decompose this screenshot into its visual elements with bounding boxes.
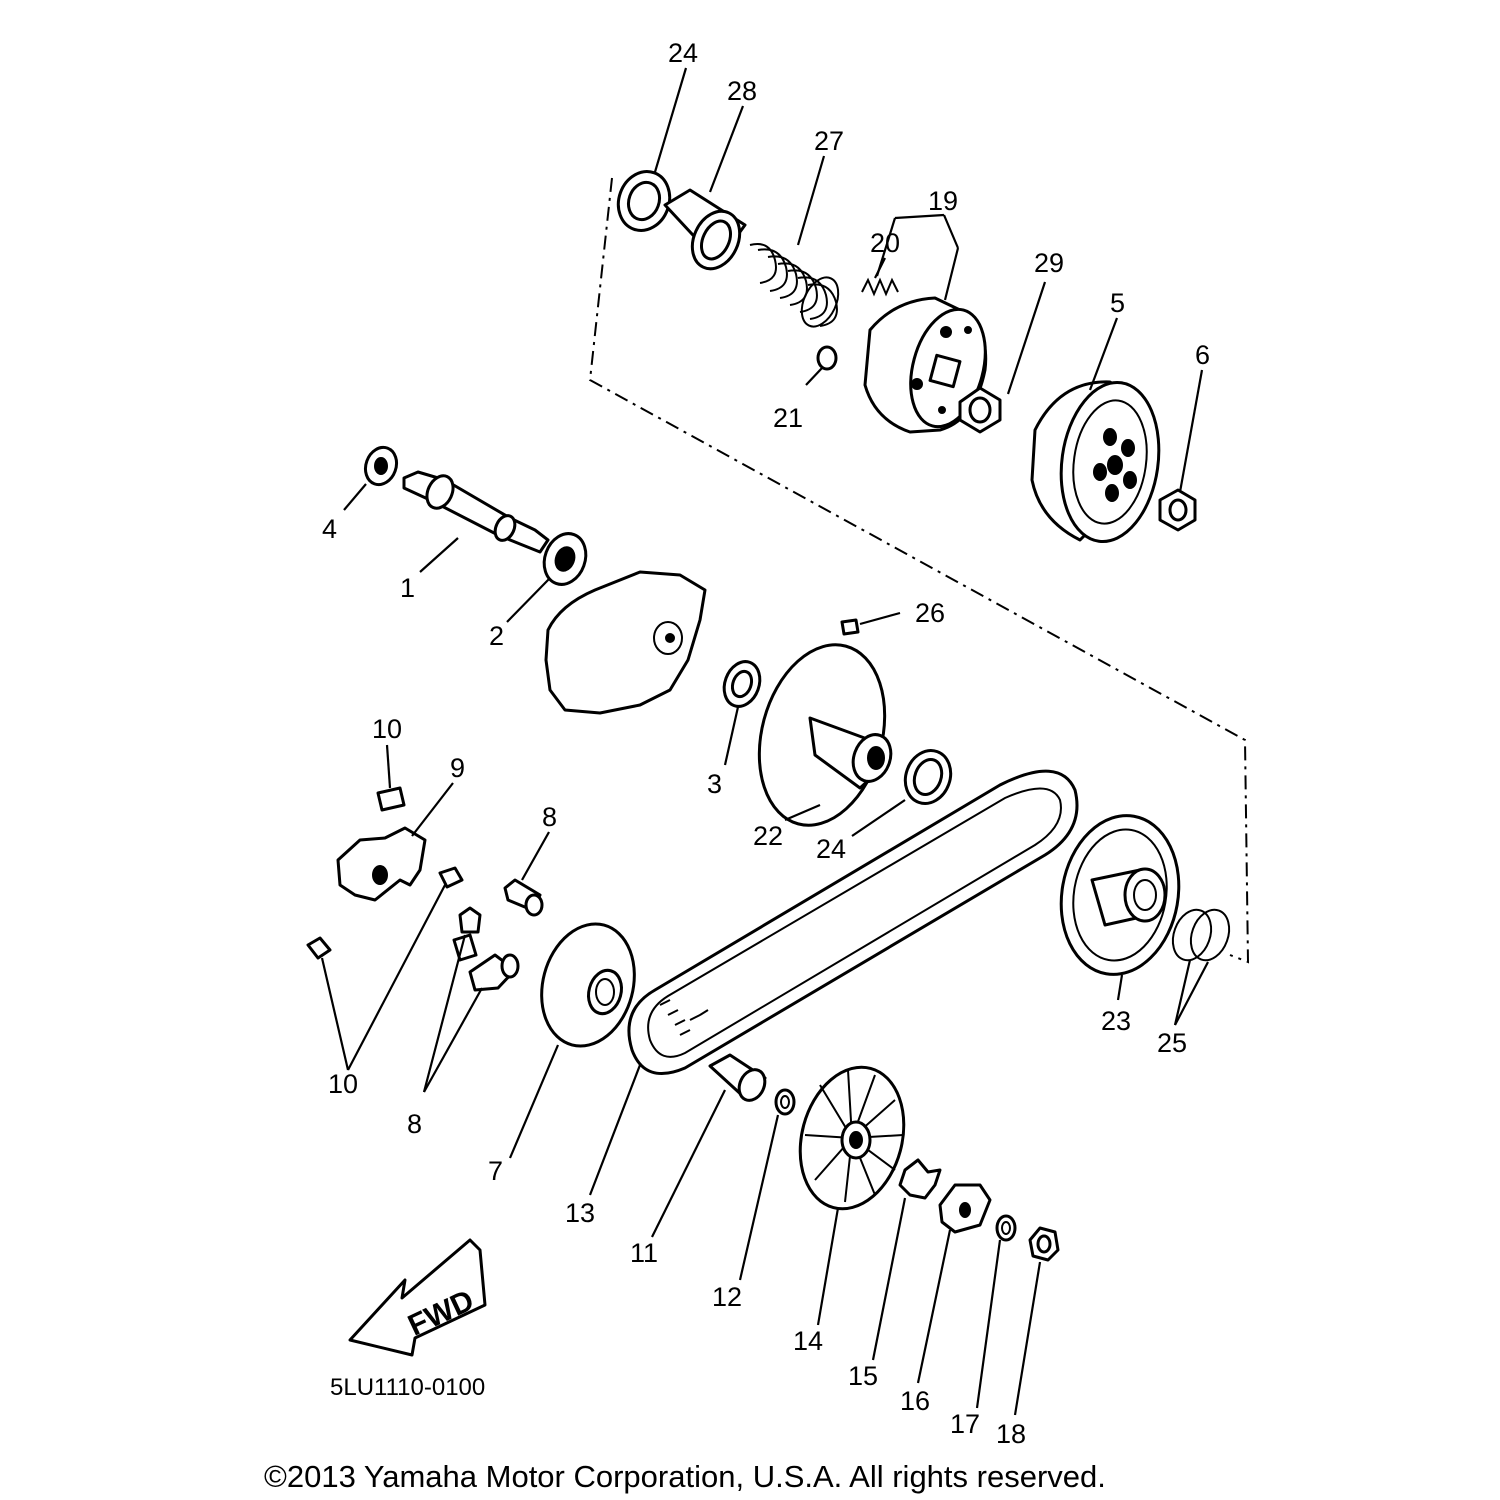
weight-roller-b-part[interactable] [458, 906, 482, 934]
callout-13: 13 [565, 1198, 595, 1228]
slider-piece-left-part[interactable] [306, 936, 332, 960]
housing-nut-part[interactable] [1158, 488, 1197, 532]
leader-lines [320, 67, 1209, 1416]
callout-8-bottom: 8 [407, 1109, 422, 1139]
slider-piece-top-part[interactable] [376, 786, 406, 812]
callout-labels: 24 28 27 19 20 29 5 6 21 4 1 2 26 10 9 3… [322, 38, 1210, 1449]
slider-piece-right-part[interactable] [438, 866, 464, 889]
oil-seal-upper-part[interactable] [610, 164, 678, 237]
drawing-code: 5LU1110-0100 [330, 1374, 485, 1401]
circlip-part[interactable] [816, 345, 838, 371]
callout-5: 5 [1110, 288, 1125, 318]
primary-sliding-sheave-part[interactable] [528, 913, 647, 1056]
guide-pin-part[interactable] [840, 618, 860, 636]
callout-8-top: 8 [542, 802, 557, 832]
callout-24-top: 24 [668, 38, 698, 68]
secondary-shaft-part[interactable] [402, 470, 550, 554]
callout-22: 22 [753, 821, 783, 851]
callout-2: 2 [489, 621, 504, 651]
callout-19: 19 [928, 186, 958, 216]
primary-nut-part[interactable] [1028, 1226, 1060, 1262]
clutch-spring-part[interactable] [861, 277, 899, 297]
ratchet-part[interactable] [938, 1183, 992, 1234]
secondary-sliding-sheave-part[interactable] [1049, 806, 1191, 984]
callout-3: 3 [707, 769, 722, 799]
bearing-large-part[interactable] [537, 528, 592, 591]
callout-12: 12 [712, 1282, 742, 1312]
v-belt-part[interactable] [627, 769, 1079, 1076]
crankcase-section-part [544, 570, 707, 715]
o-ring-pair-part[interactable] [1166, 904, 1236, 965]
secondary-fixed-sheave-part[interactable] [740, 631, 904, 840]
callout-18: 18 [996, 1419, 1026, 1449]
callout-9: 9 [450, 753, 465, 783]
compression-spring-part[interactable] [749, 243, 845, 332]
callout-10-top: 10 [372, 714, 402, 744]
callout-26: 26 [915, 598, 945, 628]
callout-7: 7 [488, 1156, 503, 1186]
callout-28: 28 [727, 76, 757, 106]
callout-6: 6 [1195, 340, 1210, 370]
callout-23: 23 [1101, 1006, 1131, 1036]
callout-4: 4 [322, 514, 337, 544]
assembly-boundary-line [588, 177, 1250, 964]
spacer-part[interactable] [898, 1158, 942, 1200]
washer-part[interactable] [774, 1088, 796, 1116]
callout-15: 15 [848, 1361, 878, 1391]
primary-fixed-sheave-part[interactable] [785, 1056, 919, 1221]
callout-11: 11 [630, 1238, 658, 1268]
callout-21: 21 [773, 403, 803, 433]
callout-17: 17 [950, 1409, 980, 1439]
bearing-small-part[interactable] [360, 443, 401, 489]
callout-1: 1 [400, 573, 415, 603]
weight-roller-d-part[interactable] [468, 953, 520, 992]
callout-16: 16 [900, 1386, 930, 1416]
callout-27: 27 [814, 126, 844, 156]
callout-25: 25 [1157, 1028, 1187, 1058]
cam-part[interactable] [336, 826, 427, 902]
callout-20: 20 [870, 228, 900, 258]
clutch-housing-part[interactable] [1030, 376, 1169, 548]
callout-10-bottom: 10 [328, 1069, 358, 1099]
weight-roller-a-part[interactable] [503, 878, 544, 917]
oil-seal-part[interactable] [718, 657, 766, 712]
plain-washer-part[interactable] [995, 1214, 1017, 1242]
clutch-nut-part[interactable] [958, 386, 1002, 434]
forward-direction-arrow: FWD [348, 1238, 487, 1357]
oil-seal-lower-part[interactable] [898, 744, 958, 810]
callout-14: 14 [793, 1326, 823, 1356]
callout-29: 29 [1034, 248, 1064, 278]
callout-24-lower: 24 [816, 834, 846, 864]
collar-part[interactable] [708, 1053, 770, 1105]
copyright-notice: ©2013 Yamaha Motor Corporation, U.S.A. A… [264, 1459, 1106, 1494]
sleeve-part[interactable] [663, 188, 749, 276]
